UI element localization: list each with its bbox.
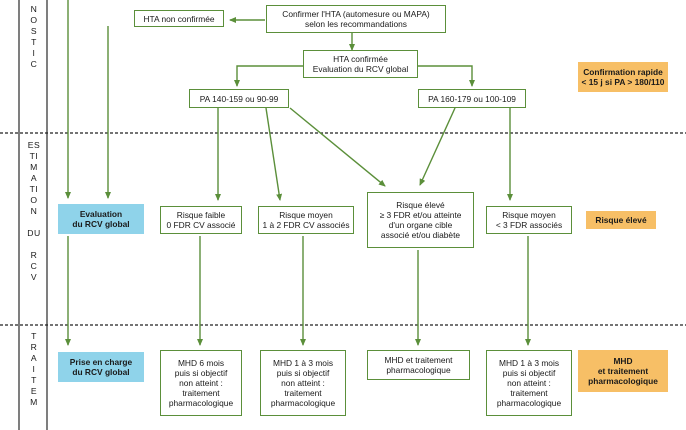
risque-faible-box: Risque faible 0 FDR CV associé [160, 206, 242, 234]
prise-en-charge-box: Prise en charge du RCV global [58, 352, 144, 382]
mhd-6-mois-box: MHD 6 mois puis si objectif non atteint … [160, 350, 242, 416]
pa-140-box: PA 140-159 ou 90-99 [189, 89, 289, 108]
hta-non-confirmee-box: HTA non confirmée [134, 10, 224, 27]
pa-160-box: PA 160-179 ou 100-109 [418, 89, 526, 108]
mhd-traitement-box: MHD et traitement pharmacologique [367, 350, 470, 380]
confirm-hta-box: Confirmer l'HTA (automesure ou MAPA) sel… [266, 5, 446, 33]
eval-rcv-box: Evaluation du RCV global [58, 204, 144, 234]
risque-moyen-1-box: Risque moyen 1 à 2 FDR CV associés [258, 206, 354, 234]
note-mhd-traitement: MHD et traitement pharmacologique [578, 350, 668, 392]
risque-moyen-2-box: Risque moyen < 3 FDR associés [486, 206, 572, 234]
mhd-1-3-mois-box-b: MHD 1 à 3 mois puis si objectif non atte… [486, 350, 572, 416]
section-label-traitement: T R A I T E M [30, 331, 38, 407]
note-risque-eleve: Risque élevé [586, 211, 656, 229]
mhd-1-3-mois-box-a: MHD 1 à 3 mois puis si objectif non atte… [260, 350, 346, 416]
section-label-estimation: ES TI M A TI O N DU R C V [27, 140, 41, 282]
risque-eleve-box: Risque élevé ≥ 3 FDR et/ou atteinte d'un… [367, 192, 474, 248]
hta-confirmee-box: HTA confirmée Evaluation du RCV global [303, 50, 418, 78]
note-confirmation-rapide: Confirmation rapide < 15 j si PA > 180/1… [578, 62, 668, 92]
section-label-diagnostic: N O S T I C [30, 4, 38, 69]
